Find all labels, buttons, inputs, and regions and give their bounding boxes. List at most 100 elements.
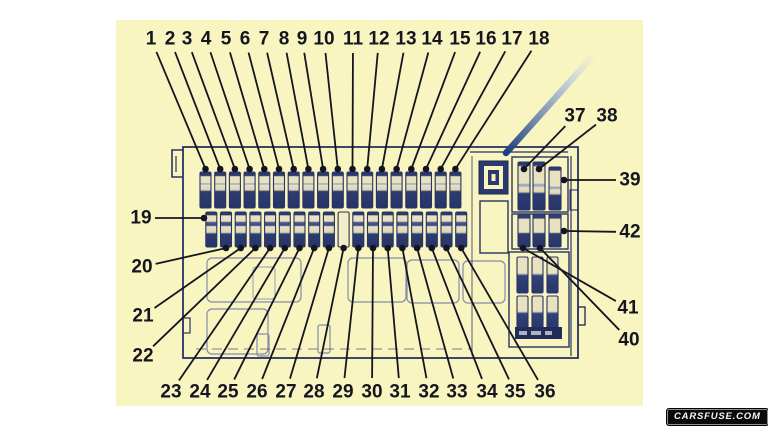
callout-label-12: 12 — [368, 29, 389, 50]
callout-dot-23 — [266, 244, 274, 252]
callout-line-23 — [178, 249, 270, 381]
callout-line-31 — [386, 249, 400, 379]
callout-label-34: 34 — [476, 382, 498, 403]
callout-line-4 — [209, 51, 250, 168]
fuse-spare — [531, 295, 544, 331]
callout-dot-31 — [384, 244, 392, 252]
callout-label-24: 24 — [189, 382, 211, 403]
fuse-row2-slot — [396, 211, 409, 248]
fuse-row2-slot — [249, 211, 262, 248]
fuse-row1-slot — [243, 171, 256, 209]
callout-line-24 — [206, 249, 285, 381]
callout-label-22: 22 — [132, 346, 153, 367]
callout-line-15 — [411, 51, 456, 168]
callout-line-3 — [190, 51, 236, 168]
callout-line-2 — [174, 51, 221, 168]
callout-label-39: 39 — [619, 170, 640, 191]
callout-label-41: 41 — [617, 298, 639, 319]
callout-label-19: 19 — [130, 208, 151, 229]
fuse-row2-slot — [219, 211, 233, 248]
callout-dot-25 — [296, 244, 303, 252]
callout-dot-9 — [319, 165, 327, 173]
callout-line-27 — [289, 249, 330, 379]
callout-line-34 — [431, 249, 483, 380]
fuse-right-bottom — [532, 213, 546, 248]
callout-label-25: 25 — [217, 382, 239, 403]
fuse-right-top — [548, 166, 562, 211]
callout-dot-19 — [200, 214, 208, 222]
callout-label-21: 21 — [132, 306, 154, 327]
callout-label-30: 30 — [361, 382, 382, 403]
callout-label-42: 42 — [619, 222, 640, 243]
callout-line-21 — [153, 248, 240, 309]
callout-label-1: 1 — [146, 29, 157, 50]
callout-label-17: 17 — [501, 29, 522, 50]
fuse-row2-empty-slot — [337, 211, 350, 248]
callout-line-36 — [461, 249, 539, 381]
callout-label-29: 29 — [332, 382, 353, 403]
callout-line-17 — [440, 50, 507, 168]
fuse-row2-slot — [366, 211, 380, 248]
fuse-row1-slot — [361, 171, 374, 209]
callout-label-37: 37 — [564, 106, 585, 127]
callout-label-33: 33 — [446, 382, 467, 403]
callout-label-18: 18 — [528, 29, 549, 50]
callout-line-16 — [426, 51, 481, 168]
callout-line-12 — [366, 52, 379, 168]
callout-label-23: 23 — [160, 382, 181, 403]
callout-line-26 — [261, 249, 315, 380]
callout-line-25 — [233, 249, 300, 380]
fuse-row1-slot — [199, 171, 212, 209]
callout-dot-27 — [325, 244, 333, 252]
callout-line-29 — [343, 249, 359, 379]
callout-label-32: 32 — [418, 382, 439, 403]
scan-streak-artifact — [502, 54, 595, 157]
callout-dot-36 — [457, 244, 465, 252]
callout-label-6: 6 — [240, 29, 251, 50]
callout-line-30 — [371, 249, 374, 379]
callout-dot-11 — [349, 165, 356, 173]
fuse-row2-slot — [425, 211, 438, 248]
fuse-row1-slot — [214, 171, 227, 209]
fuse-row1-slot — [272, 171, 286, 209]
callout-dot-41 — [519, 244, 527, 252]
callout-line-38 — [540, 123, 597, 169]
callout-label-40: 40 — [618, 330, 639, 351]
callout-dot-6 — [275, 165, 283, 173]
fuse-row1-slot — [434, 171, 447, 209]
callout-dot-35 — [443, 244, 450, 252]
callout-dot-14 — [393, 165, 400, 173]
fuse-spare — [531, 256, 544, 294]
callout-line-18 — [455, 50, 533, 168]
callout-dot-30 — [369, 244, 377, 252]
callout-dot-22 — [252, 244, 259, 252]
callout-dot-7 — [290, 165, 298, 173]
callout-line-28 — [315, 249, 345, 379]
callout-dot-42 — [560, 227, 568, 235]
watermark-badge: CARSFUSE.COM — [666, 408, 768, 426]
callout-label-28: 28 — [303, 382, 324, 403]
callout-label-16: 16 — [475, 29, 496, 50]
callout-line-10 — [324, 52, 339, 168]
left-connector-tab — [171, 149, 183, 178]
fuse-right-top — [532, 161, 546, 211]
fuse-row2-slot — [234, 211, 247, 248]
callout-label-8: 8 — [279, 29, 290, 50]
callout-label-35: 35 — [504, 382, 526, 403]
fuse-row2-slot — [440, 211, 453, 248]
callout-dot-37 — [520, 165, 528, 173]
callout-dot-5 — [261, 165, 268, 173]
fuse-row1-slot — [405, 171, 418, 209]
fuse-row1-slot — [390, 171, 403, 209]
callout-dot-2 — [216, 165, 224, 173]
callout-line-5 — [229, 52, 265, 168]
callout-dot-38 — [535, 165, 543, 173]
callout-line-8 — [285, 52, 309, 168]
callout-dot-8 — [305, 165, 312, 173]
callout-label-7: 7 — [259, 29, 270, 50]
callout-label-31: 31 — [389, 382, 411, 403]
fuse-row2-slot — [293, 211, 306, 248]
callout-label-15: 15 — [449, 29, 471, 50]
